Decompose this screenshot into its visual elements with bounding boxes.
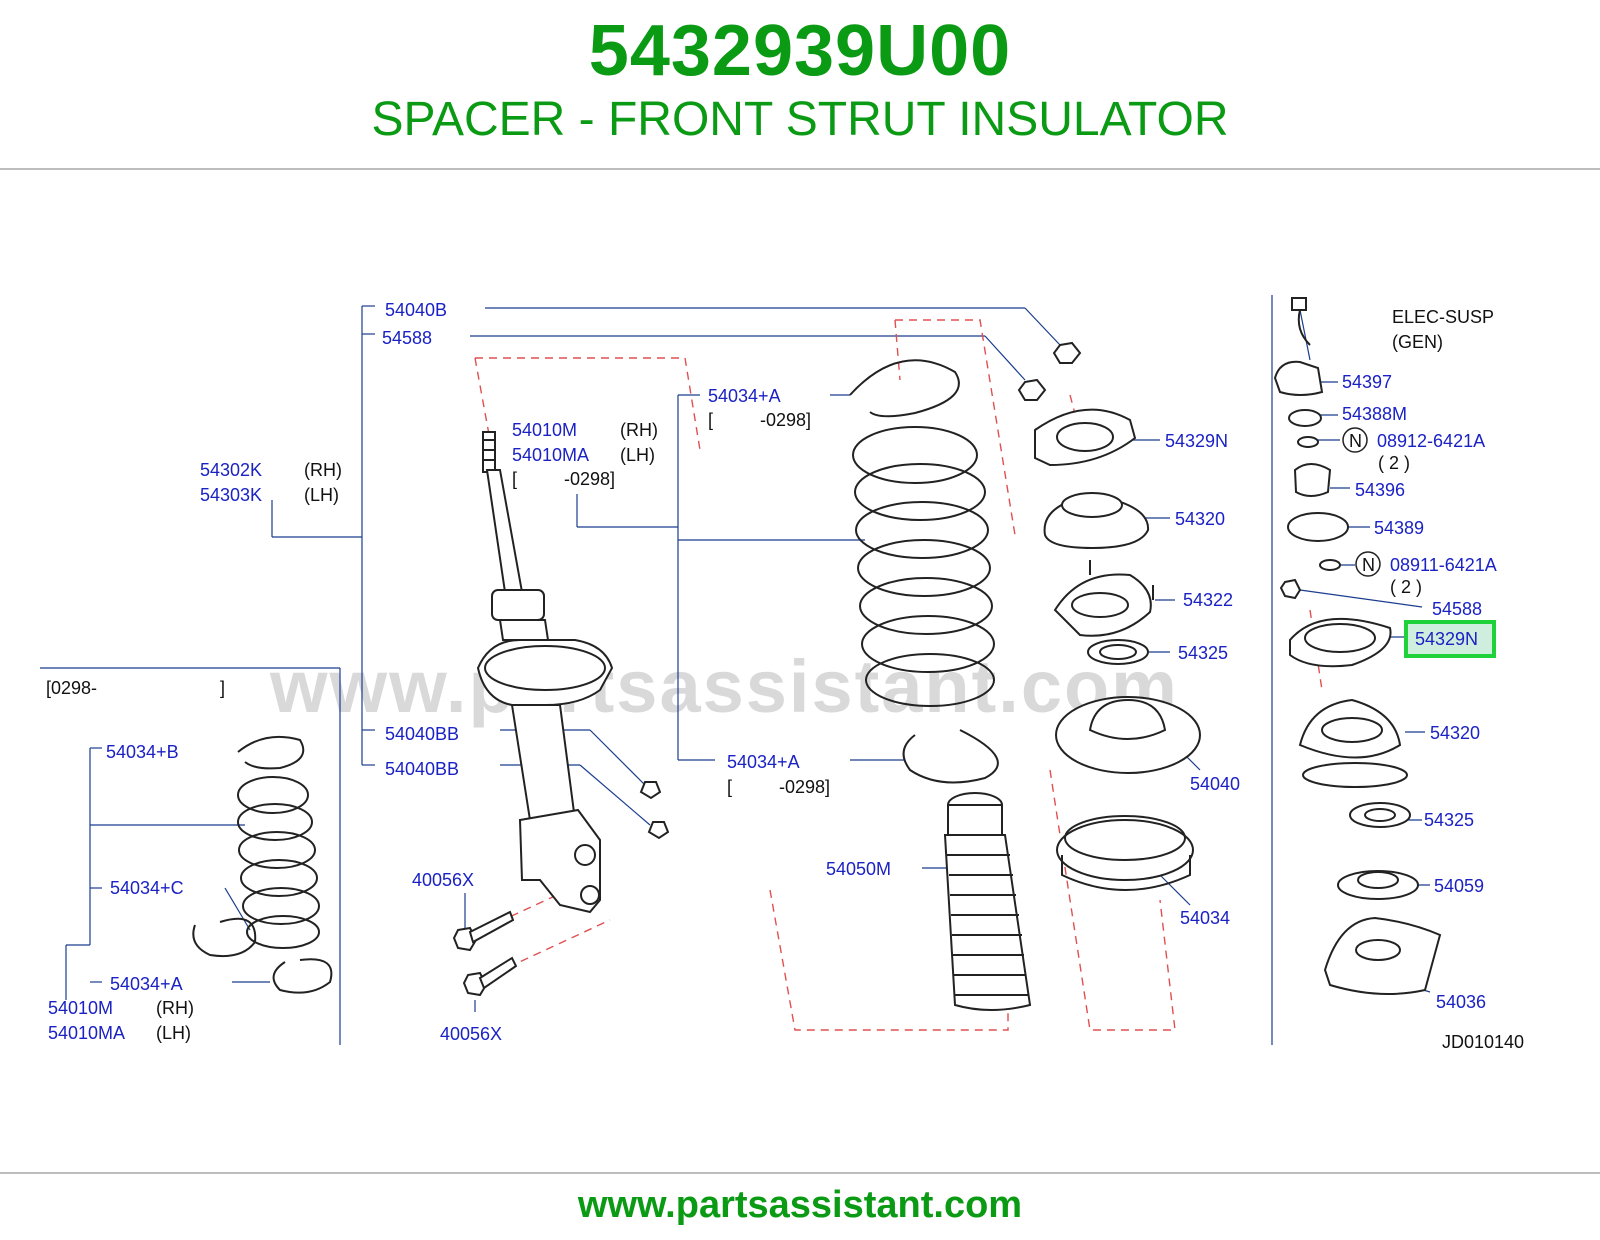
- label-54588-top[interactable]: 54588: [382, 328, 432, 348]
- n-marker-circle-1: [1342, 427, 1368, 453]
- footer-url[interactable]: www.partsassistant.com: [577, 1184, 1023, 1226]
- bolt-40056x-drawing: [452, 910, 518, 997]
- rh-left: (RH): [156, 998, 194, 1018]
- n-marker-2: N: [1362, 555, 1375, 575]
- lh-54303k: (LH): [304, 485, 339, 505]
- range-0298-close: ]: [220, 678, 225, 698]
- label-54320-mid[interactable]: 54320: [1175, 509, 1225, 529]
- diagram-code: JD010140: [1442, 1032, 1524, 1052]
- label-54329n-right-highlighted[interactable]: 54329N: [1415, 629, 1478, 649]
- label-54040bb-1[interactable]: 54040BB: [385, 724, 459, 744]
- label-54034-a-top[interactable]: 54034+A: [708, 386, 781, 406]
- part-number-title: 5432939U00: [588, 11, 1012, 91]
- label-54034-a-left[interactable]: 54034+A: [110, 974, 183, 994]
- label-54396[interactable]: 54396: [1355, 480, 1405, 500]
- label-40056x-2[interactable]: 40056X: [440, 1024, 502, 1044]
- label-54010m-left[interactable]: 54010M: [48, 998, 113, 1018]
- range-close-1: -0298]: [760, 410, 811, 430]
- label-54040bb-2[interactable]: 54040BB: [385, 759, 459, 779]
- label-54034-c[interactable]: 54034+C: [110, 878, 184, 898]
- bump-boot-drawing: [943, 792, 1032, 1011]
- lh-left: (LH): [156, 1023, 191, 1043]
- strut-assembly-drawing: [476, 431, 670, 914]
- label-54397[interactable]: 54397: [1342, 372, 1392, 392]
- rh-mid: (RH): [620, 420, 658, 440]
- coil-spring-drawing: [849, 359, 999, 784]
- label-54010m-mid[interactable]: 54010M: [512, 420, 577, 440]
- top-mount-stack-drawing: [1017, 341, 1201, 891]
- range-bracket-open-2: [: [512, 469, 517, 489]
- label-54040[interactable]: 54040: [1190, 774, 1240, 794]
- qty-08912: ( 2 ): [1378, 453, 1410, 473]
- assembly-dashed-outlines: [459, 319, 1323, 1031]
- part-description: SPACER - FRONT STRUT INSULATOR: [371, 93, 1229, 146]
- qty-08911: ( 2 ): [1390, 577, 1422, 597]
- rh-54302k: (RH): [304, 460, 342, 480]
- label-54329n-mid[interactable]: 54329N: [1165, 431, 1228, 451]
- left-spring-drawing: [192, 735, 333, 994]
- label-54322[interactable]: 54322: [1183, 590, 1233, 610]
- range-bracket-open-1: [: [708, 410, 713, 430]
- watermark: www.partsassistant.com: [269, 645, 1179, 728]
- elec-susp-stack-drawing: [1273, 297, 1442, 995]
- label-54040b[interactable]: 54040B: [385, 300, 447, 320]
- label-54303k[interactable]: 54303K: [200, 485, 262, 505]
- label-54388m[interactable]: 54388M: [1342, 404, 1407, 424]
- label-54034-b[interactable]: 54034+B: [106, 742, 179, 762]
- label-54059[interactable]: 54059: [1434, 876, 1484, 896]
- range-bracket-open-3: [: [727, 777, 732, 797]
- label-08911-6421a[interactable]: 08911-6421A: [1390, 555, 1497, 575]
- elec-susp-gen-label: (GEN): [1392, 332, 1443, 352]
- header-divider: [0, 168, 1600, 170]
- range-close-2: -0298]: [564, 469, 615, 489]
- label-54010ma-mid[interactable]: 54010MA: [512, 445, 589, 465]
- label-54010ma-left[interactable]: 54010MA: [48, 1023, 125, 1043]
- footer-divider: [0, 1172, 1600, 1174]
- label-54389[interactable]: 54389: [1374, 518, 1424, 538]
- label-54320-right[interactable]: 54320: [1430, 723, 1480, 743]
- label-54034-a-mid[interactable]: 54034+A: [727, 752, 800, 772]
- range-close-3: -0298]: [779, 777, 830, 797]
- target-part-highlight: [1404, 620, 1496, 658]
- lh-mid: (LH): [620, 445, 655, 465]
- label-54034[interactable]: 54034: [1180, 908, 1230, 928]
- label-54325-mid[interactable]: 54325: [1178, 643, 1228, 663]
- n-marker-circle-2: [1355, 551, 1381, 577]
- n-marker-1: N: [1349, 431, 1362, 451]
- label-40056x-1[interactable]: 40056X: [412, 870, 474, 890]
- label-54302k[interactable]: 54302K: [200, 460, 262, 480]
- label-54588-right[interactable]: 54588: [1432, 599, 1482, 619]
- header: 5432939U00 SPACER - FRONT STRUT INSULATO…: [0, 0, 1600, 168]
- label-08912-6421a[interactable]: 08912-6421A: [1377, 431, 1485, 451]
- label-54036[interactable]: 54036: [1436, 992, 1486, 1012]
- label-54325-right[interactable]: 54325: [1424, 810, 1474, 830]
- elec-susp-label: ELEC-SUSP: [1392, 307, 1494, 327]
- range-0298-open: [0298-: [46, 678, 97, 698]
- label-54050m[interactable]: 54050M: [826, 859, 891, 879]
